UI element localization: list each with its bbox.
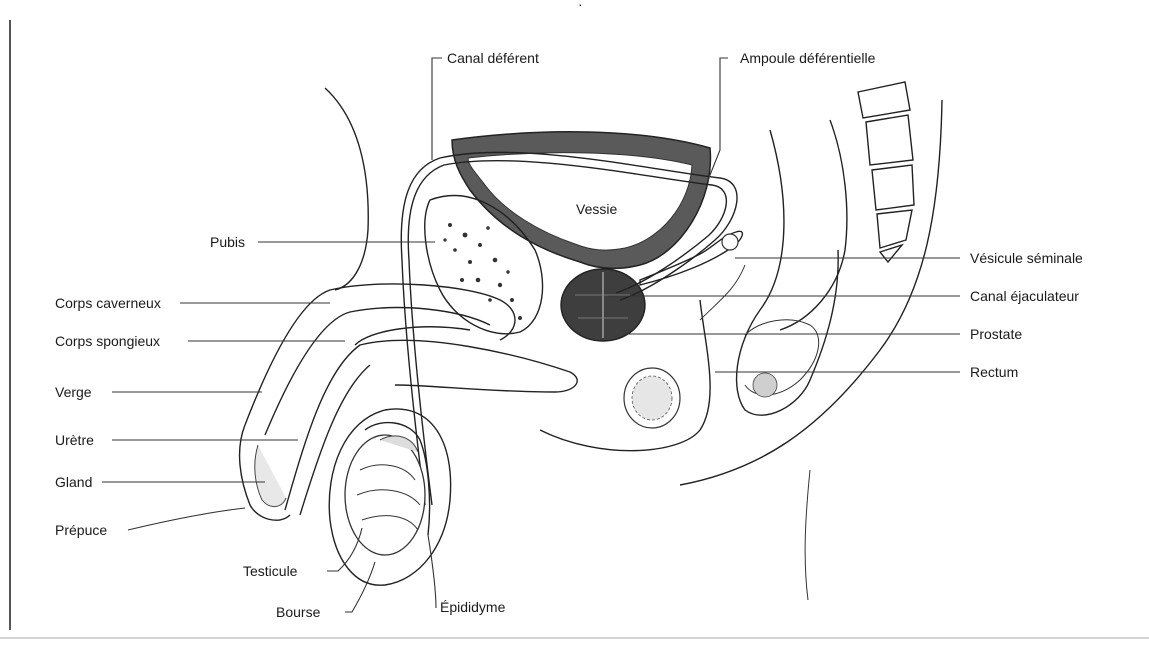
leader-prepuce xyxy=(128,508,245,530)
label-prostate: Prostate xyxy=(970,326,1022,342)
label-uretre: Urètre xyxy=(55,432,94,448)
label-canal-deferent: Canal déférent xyxy=(447,50,539,66)
label-ampoule-deferentielle: Ampoule déférentielle xyxy=(740,50,876,66)
buttock-outline xyxy=(680,100,942,485)
label-vessie: Vessie xyxy=(576,201,617,217)
top-marker: · xyxy=(578,0,583,12)
leader-canal-deferent xyxy=(432,58,442,160)
prostate-organ xyxy=(561,269,645,341)
label-epididyme: Épididyme xyxy=(440,599,506,615)
abdomen-outline xyxy=(325,88,368,290)
label-pubis: Pubis xyxy=(210,234,245,250)
label-canal-ejaculateur: Canal éjaculateur xyxy=(970,288,1079,304)
label-bourse: Bourse xyxy=(276,604,321,620)
scrotum-testis xyxy=(329,409,450,585)
sacrum-coccyx xyxy=(780,82,914,330)
label-verge: Verge xyxy=(55,384,92,400)
label-vesicule-seminale: Vésicule séminale xyxy=(970,250,1083,266)
label-testicule: Testicule xyxy=(243,563,298,579)
sphincter xyxy=(624,368,680,428)
label-corps-caverneux: Corps caverneux xyxy=(55,295,161,311)
thigh-outline xyxy=(805,470,810,600)
label-corps-spongieux: Corps spongieux xyxy=(55,333,160,349)
label-prepuce: Prépuce xyxy=(55,522,107,538)
leader-epididyme xyxy=(428,535,436,608)
label-gland: Gland xyxy=(55,474,92,490)
label-rectum: Rectum xyxy=(970,364,1018,380)
